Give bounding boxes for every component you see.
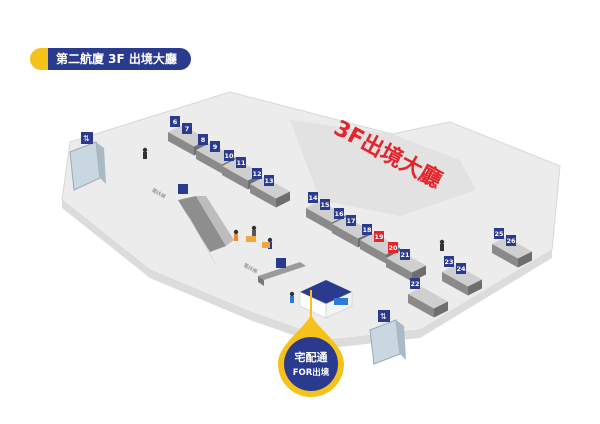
counter-sign-20: 20: [388, 242, 398, 253]
counter-sign-13: 13: [264, 175, 274, 186]
hall-zone: [290, 120, 476, 216]
elevator-left: ⇅: [69, 132, 106, 191]
counter-sign-22: 22: [410, 278, 420, 289]
counter-number: 14: [308, 194, 318, 202]
counter-number: 7: [185, 125, 190, 133]
title-pill: 第二航廈 3F 出境大廳: [30, 48, 191, 70]
counter-number: 24: [456, 265, 466, 273]
svg-text:⇅: ⇅: [380, 312, 387, 321]
counter-sign-18: 18: [362, 224, 372, 235]
page-title: 第二航廈 3F 出境大廳: [48, 48, 191, 70]
counter-island: [386, 251, 426, 282]
counter-island: [408, 287, 448, 318]
title-accent-dot: [30, 48, 52, 70]
counter-sign-6: 6: [170, 116, 180, 127]
counter-number: 13: [264, 177, 273, 185]
elevator-right: ⇅: [369, 310, 406, 365]
callout-line2: FOR出境: [293, 367, 330, 378]
counter-number: 16: [334, 210, 344, 218]
counter-number: 6: [173, 118, 178, 126]
counter-sign-21: 21: [400, 249, 410, 260]
counter-sign-23: 23: [444, 256, 454, 267]
counter-number: 25: [494, 230, 504, 238]
counter-sign-25: 25: [494, 228, 504, 239]
counter-number: 18: [362, 226, 372, 234]
counter-sign-15: 15: [320, 199, 330, 210]
counter-number: 8: [201, 136, 206, 144]
counter-number: 12: [252, 170, 261, 178]
counter-island: [250, 177, 290, 208]
counter-number: 17: [346, 217, 355, 225]
delivery-callout: 宅配通 FOR出境: [278, 314, 344, 397]
counter-sign-8: 8: [198, 134, 208, 145]
counter-number: 20: [388, 244, 398, 252]
counter-number: 26: [506, 237, 516, 245]
counter-number: 22: [410, 280, 419, 288]
counter-sign-14: 14: [308, 192, 318, 203]
counter-sign-26: 26: [506, 235, 516, 246]
svg-text:⇅: ⇅: [83, 134, 90, 143]
counter-sign-16: 16: [334, 208, 344, 219]
counter-number: 23: [444, 258, 453, 266]
counter-sign-10: 10: [224, 150, 234, 161]
counter-number: 15: [320, 201, 330, 209]
counter-sign-12: 12: [252, 168, 262, 179]
counter-sign-17: 17: [346, 215, 356, 226]
luggage-cart: [246, 236, 270, 248]
counter-sign-24: 24: [456, 263, 466, 274]
counter-sign-7: 7: [182, 123, 192, 134]
counter-number: 10: [224, 152, 234, 160]
counter-island: [442, 265, 482, 296]
counter-sign-11: 11: [236, 157, 246, 168]
counter-number: 21: [400, 251, 410, 259]
counter-number: 11: [236, 159, 246, 167]
counter-sign-9: 9: [210, 141, 220, 152]
counter-number: 19: [374, 233, 384, 241]
delivery-booth: [299, 280, 353, 319]
counter-sign-19: 19: [374, 231, 384, 242]
counter-island: [492, 237, 532, 268]
callout-line1: 宅配通: [295, 350, 328, 364]
counter-number: 9: [213, 143, 218, 151]
